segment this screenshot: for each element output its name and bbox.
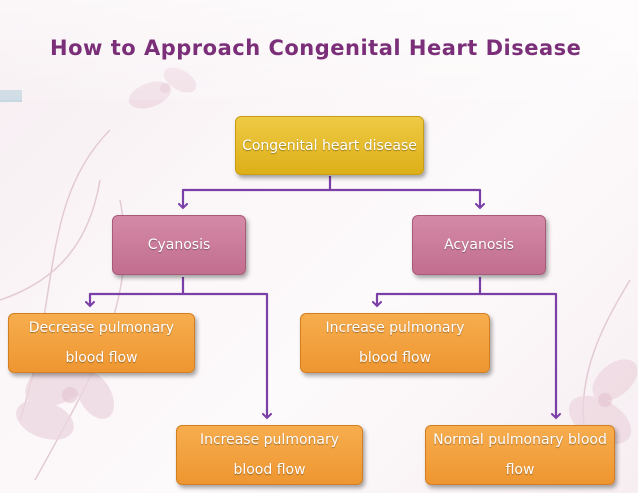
connector-cyanosis-to-decrease (85, 277, 185, 308)
node-acyanosis-normal-pulmonary-blood-flow: Normal pulmonary blood flow (425, 425, 615, 485)
connector-root-to-cyanosis (178, 176, 332, 210)
node-acyanosis-increase-pulmonary-blood-flow: Increase pulmonary blood flow (300, 313, 490, 373)
node-acyanosis: Acyanosis (412, 215, 546, 275)
node-cyanosis: Cyanosis (112, 215, 246, 275)
connector-acyanosis-to-increase (372, 277, 482, 308)
node-cyanosis-increase-pulmonary-blood-flow: Increase pulmonary blood flow (176, 425, 363, 485)
node-congenital-heart-disease: Congenital heart disease (235, 116, 424, 175)
connector-root-to-acyanosis (330, 188, 485, 210)
connector-acyanosis-to-normal (480, 292, 561, 420)
title-band (0, 0, 638, 100)
node-cyanosis-decrease-pulmonary-blood-flow: Decrease pulmonary blood flow (8, 313, 195, 373)
slide-title: How to Approach Congenital Heart Disease (50, 36, 582, 60)
connector-cyanosis-to-increase (183, 292, 272, 420)
